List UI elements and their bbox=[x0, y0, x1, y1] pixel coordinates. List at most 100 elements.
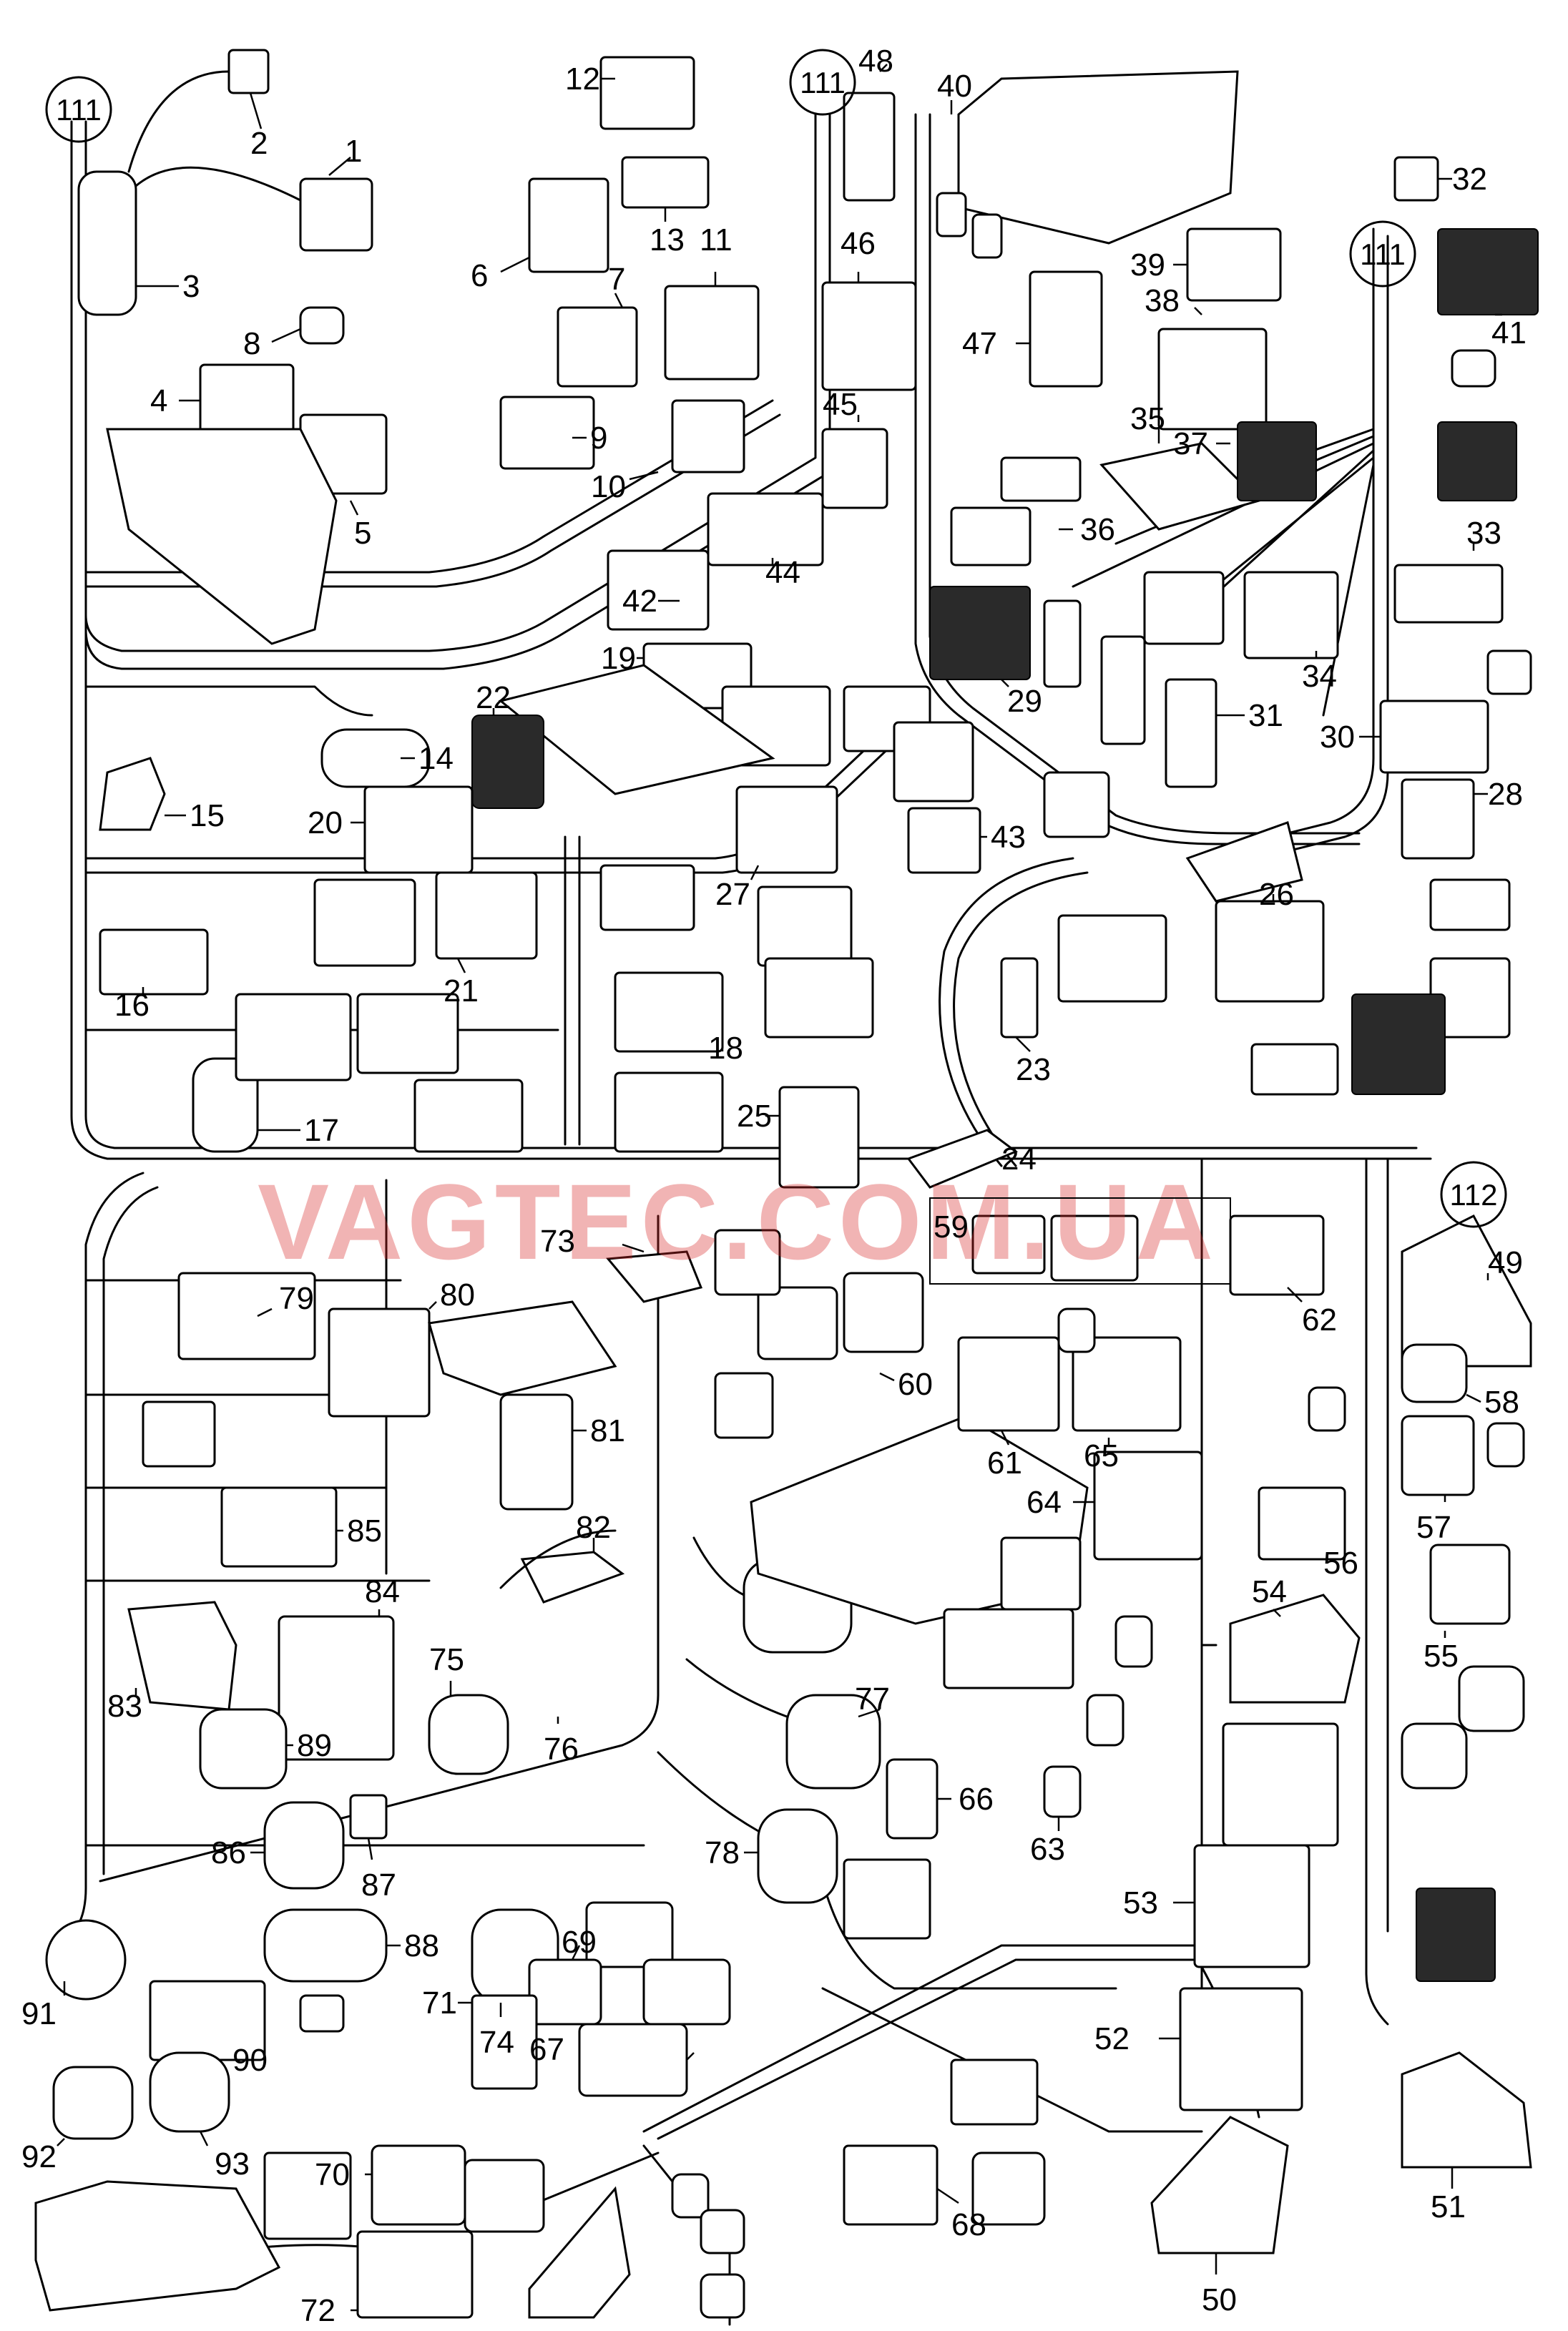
part-label: 20 bbox=[308, 805, 343, 840]
part-label: 84 bbox=[365, 1574, 400, 1609]
part-label: 59 bbox=[934, 1209, 969, 1245]
part-label: 28 bbox=[1488, 777, 1523, 812]
part-label: 73 bbox=[540, 1224, 575, 1259]
part-label: 56 bbox=[1323, 1546, 1358, 1581]
part-label: 62 bbox=[1302, 1302, 1337, 1338]
part-label: 90 bbox=[232, 2043, 268, 2078]
part-label: 16 bbox=[114, 988, 150, 1023]
part-label: 37 bbox=[1173, 426, 1208, 461]
part-label: 48 bbox=[858, 44, 893, 79]
components bbox=[34, 49, 1539, 2319]
part-label: 76 bbox=[544, 1732, 579, 1767]
part-label: 22 bbox=[476, 680, 511, 715]
ref-111-label: 111 bbox=[56, 93, 102, 127]
part-label: 79 bbox=[279, 1281, 314, 1316]
part-label: 23 bbox=[1016, 1052, 1051, 1087]
part-label: 49 bbox=[1488, 1245, 1523, 1280]
part-label: 50 bbox=[1202, 2282, 1237, 2317]
part-label: 85 bbox=[347, 1513, 382, 1549]
part-label: 44 bbox=[765, 555, 800, 590]
part-label: 21 bbox=[444, 973, 479, 1009]
part-label: 51 bbox=[1431, 2189, 1466, 2224]
part-label: 10 bbox=[591, 469, 626, 504]
part-label: 80 bbox=[440, 1277, 475, 1312]
part-label: 15 bbox=[190, 798, 225, 833]
part-label: 39 bbox=[1130, 247, 1165, 283]
part-label: 33 bbox=[1466, 516, 1501, 551]
part-label: 58 bbox=[1484, 1385, 1519, 1420]
ref-111-top-left: 111 bbox=[45, 76, 112, 143]
part-label: 52 bbox=[1094, 2021, 1130, 2056]
part-label: 42 bbox=[622, 584, 657, 619]
part-label: 3 bbox=[182, 269, 200, 304]
part-label: 86 bbox=[211, 1835, 246, 1870]
ref-112-right: 112 bbox=[1440, 1161, 1507, 1228]
part-label: 78 bbox=[705, 1835, 740, 1870]
part-label: 11 bbox=[700, 222, 732, 257]
part-label: 36 bbox=[1080, 512, 1115, 547]
part-label: 6 bbox=[471, 258, 488, 293]
part-label: 91 bbox=[21, 1996, 57, 2031]
group-box bbox=[929, 1197, 1231, 1285]
part-label: 13 bbox=[650, 222, 685, 257]
part-label: 63 bbox=[1030, 1832, 1065, 1867]
ref-111-top-center: 111 bbox=[789, 49, 856, 116]
watermark-text: VAGTEC.COM.UA bbox=[258, 1162, 1217, 1282]
ref-111-label: 111 bbox=[800, 66, 846, 99]
part-label: 46 bbox=[841, 226, 876, 261]
part-label: 17 bbox=[304, 1113, 339, 1148]
part-label: 30 bbox=[1320, 720, 1355, 755]
part-label: 7 bbox=[608, 262, 625, 297]
part-label: 75 bbox=[429, 1642, 464, 1677]
part-labels: 1 2 3 4 5 6 7 8 9 10 11 12 13 14 15 16 1… bbox=[21, 44, 1527, 2328]
part-label: 41 bbox=[1491, 315, 1527, 350]
part-label: 34 bbox=[1302, 659, 1337, 694]
part-label: 26 bbox=[1259, 877, 1294, 912]
part-label: 32 bbox=[1452, 162, 1487, 197]
ref-111-top-right: 111 bbox=[1349, 220, 1416, 288]
part-label: 87 bbox=[361, 1868, 396, 1903]
part-label: 83 bbox=[107, 1689, 142, 1724]
part-label: 43 bbox=[991, 820, 1026, 855]
part-label: 72 bbox=[300, 2293, 335, 2328]
part-label: 70 bbox=[315, 2157, 350, 2192]
part-label: 45 bbox=[823, 387, 858, 422]
part-label: 47 bbox=[962, 326, 997, 361]
part-label: 35 bbox=[1130, 401, 1165, 436]
part-label: 29 bbox=[1007, 684, 1042, 719]
part-label: 4 bbox=[150, 383, 167, 418]
part-label: 18 bbox=[708, 1031, 743, 1066]
part-label: 57 bbox=[1416, 1510, 1451, 1545]
part-label: 77 bbox=[855, 1682, 890, 1717]
part-label: 40 bbox=[937, 69, 972, 104]
part-label: 54 bbox=[1252, 1574, 1287, 1609]
reference-circles: 111 111 111 112 bbox=[45, 49, 1507, 1228]
part-label: 38 bbox=[1145, 283, 1180, 318]
part-label: 53 bbox=[1123, 1885, 1158, 1920]
part-label: 9 bbox=[590, 421, 607, 456]
part-label: 89 bbox=[297, 1728, 332, 1763]
part-label: 8 bbox=[243, 326, 260, 361]
part-label: 82 bbox=[576, 1510, 611, 1545]
part-label: 1 bbox=[345, 134, 362, 169]
part-label: 55 bbox=[1424, 1639, 1459, 1674]
part-label: 5 bbox=[354, 516, 371, 551]
part-label: 88 bbox=[404, 1928, 439, 1963]
part-label: 93 bbox=[215, 2146, 250, 2182]
part-label: 2 bbox=[250, 126, 268, 161]
ref-111-label: 111 bbox=[1360, 237, 1406, 271]
part-label: 60 bbox=[898, 1367, 933, 1402]
part-label: 19 bbox=[601, 641, 636, 676]
part-label: 24 bbox=[1001, 1142, 1037, 1177]
part-label: 14 bbox=[418, 741, 454, 776]
part-label: 81 bbox=[590, 1413, 625, 1448]
part-label: 64 bbox=[1026, 1485, 1062, 1520]
part-label: 61 bbox=[987, 1446, 1022, 1481]
part-label: 92 bbox=[21, 2139, 57, 2174]
part-label: 66 bbox=[959, 1782, 994, 1817]
part-label: 68 bbox=[951, 2207, 986, 2242]
part-label: 71 bbox=[422, 1986, 457, 2021]
part-label: 25 bbox=[737, 1099, 772, 1134]
part-label: 31 bbox=[1248, 698, 1283, 733]
